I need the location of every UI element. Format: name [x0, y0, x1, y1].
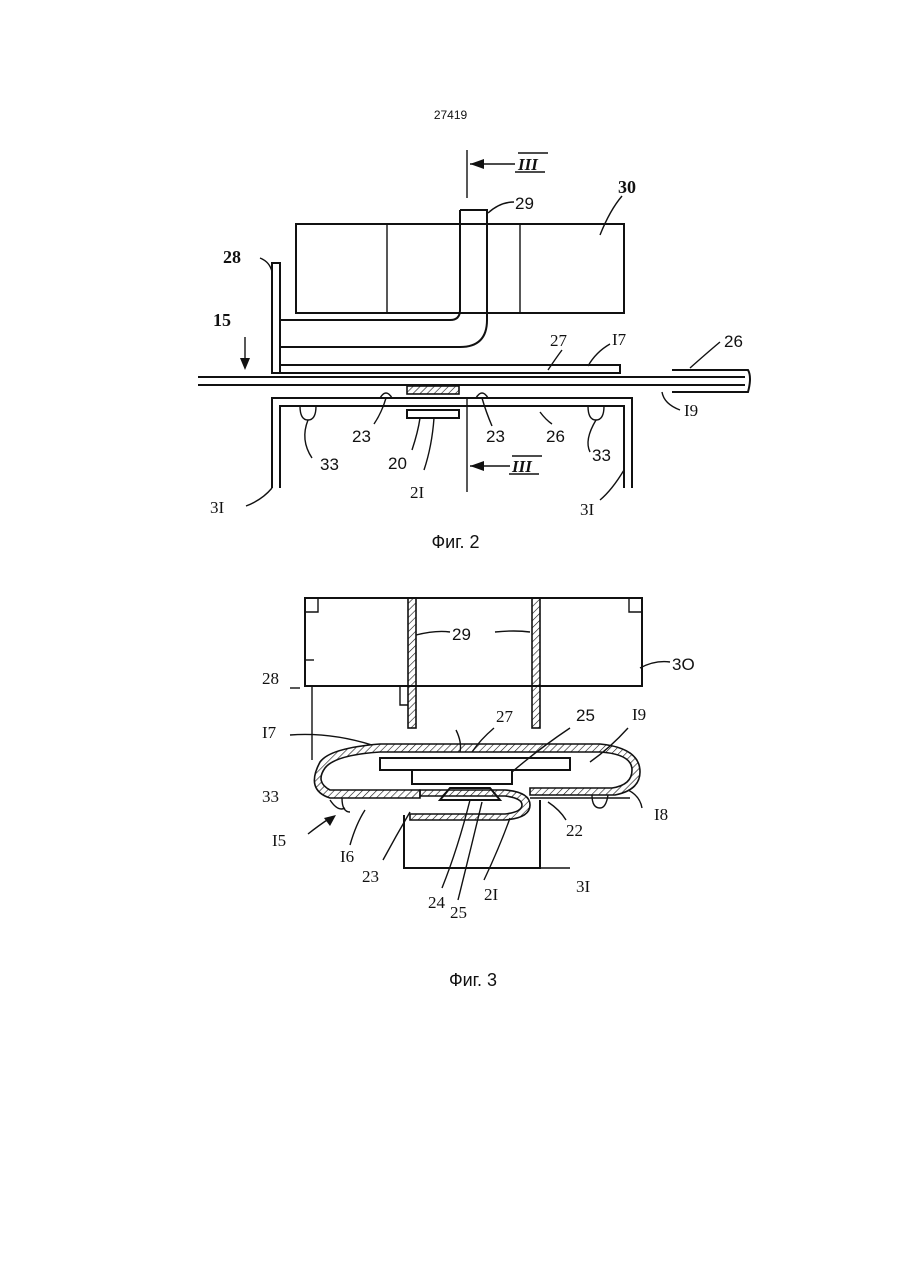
part-28	[272, 263, 280, 373]
label-31: 3I	[576, 877, 591, 896]
label-23-right: 23	[486, 427, 505, 446]
label-33-left: 33	[320, 455, 339, 474]
label-25-bottom: 25	[450, 903, 467, 922]
label-23: 23	[362, 867, 379, 886]
label-28: 28	[223, 247, 241, 267]
label-29: 29	[452, 625, 471, 644]
label-30: 30	[618, 177, 636, 197]
part-26-right	[672, 370, 750, 392]
label-31-left: 3I	[210, 498, 225, 517]
label-25-top: 25	[576, 706, 595, 725]
housing-30	[305, 598, 642, 686]
label-26-bottom: 26	[546, 427, 565, 446]
label-29: 29	[515, 194, 534, 213]
part-20-hatched	[407, 386, 459, 394]
label-31-right: 3I	[580, 500, 595, 519]
figure-3-caption: Фиг. 3	[0, 970, 901, 991]
label-24: 24	[428, 893, 446, 912]
label-28: 28	[262, 669, 279, 688]
label-33: 33	[262, 787, 279, 806]
plate-27	[380, 758, 570, 770]
housing-31	[272, 398, 632, 488]
label-26-right: 26	[724, 332, 743, 351]
part-21	[407, 410, 459, 418]
plate-27	[280, 365, 620, 373]
label-27: 27	[496, 707, 514, 726]
label-18: I8	[654, 805, 668, 824]
part-21-curve	[410, 790, 530, 820]
label-22: 22	[566, 821, 583, 840]
label-20: 20	[388, 454, 407, 473]
inner-part	[412, 770, 512, 784]
label-15: I5	[272, 831, 286, 850]
part-29	[280, 210, 487, 347]
section-mark-top: III	[517, 155, 539, 174]
upright-29-right	[532, 598, 540, 728]
figure-2-caption: Фиг. 2	[0, 532, 901, 553]
section-arrowhead-top	[470, 159, 484, 169]
label-23-left: 23	[352, 427, 371, 446]
label-17: I7	[262, 723, 277, 742]
label-21: 2I	[410, 483, 425, 502]
label-21: 2I	[484, 885, 499, 904]
figure-2-drawing: III III	[198, 150, 750, 519]
label-17: I7	[612, 330, 627, 349]
label-16: I6	[340, 847, 354, 866]
label-27: 27	[550, 331, 568, 350]
figure-3-drawing: 29 3O 28 I7 27 25 I9 33 I8 22 I5 I6 23 2…	[262, 598, 695, 922]
label-33-right: 33	[592, 446, 611, 465]
section-mark-bottom: III	[511, 457, 533, 476]
label-30: 3O	[672, 655, 695, 674]
upright-29-left	[408, 598, 416, 728]
label-19: I9	[632, 705, 646, 724]
label-19: I9	[684, 401, 698, 420]
label-15: 15	[213, 310, 231, 330]
